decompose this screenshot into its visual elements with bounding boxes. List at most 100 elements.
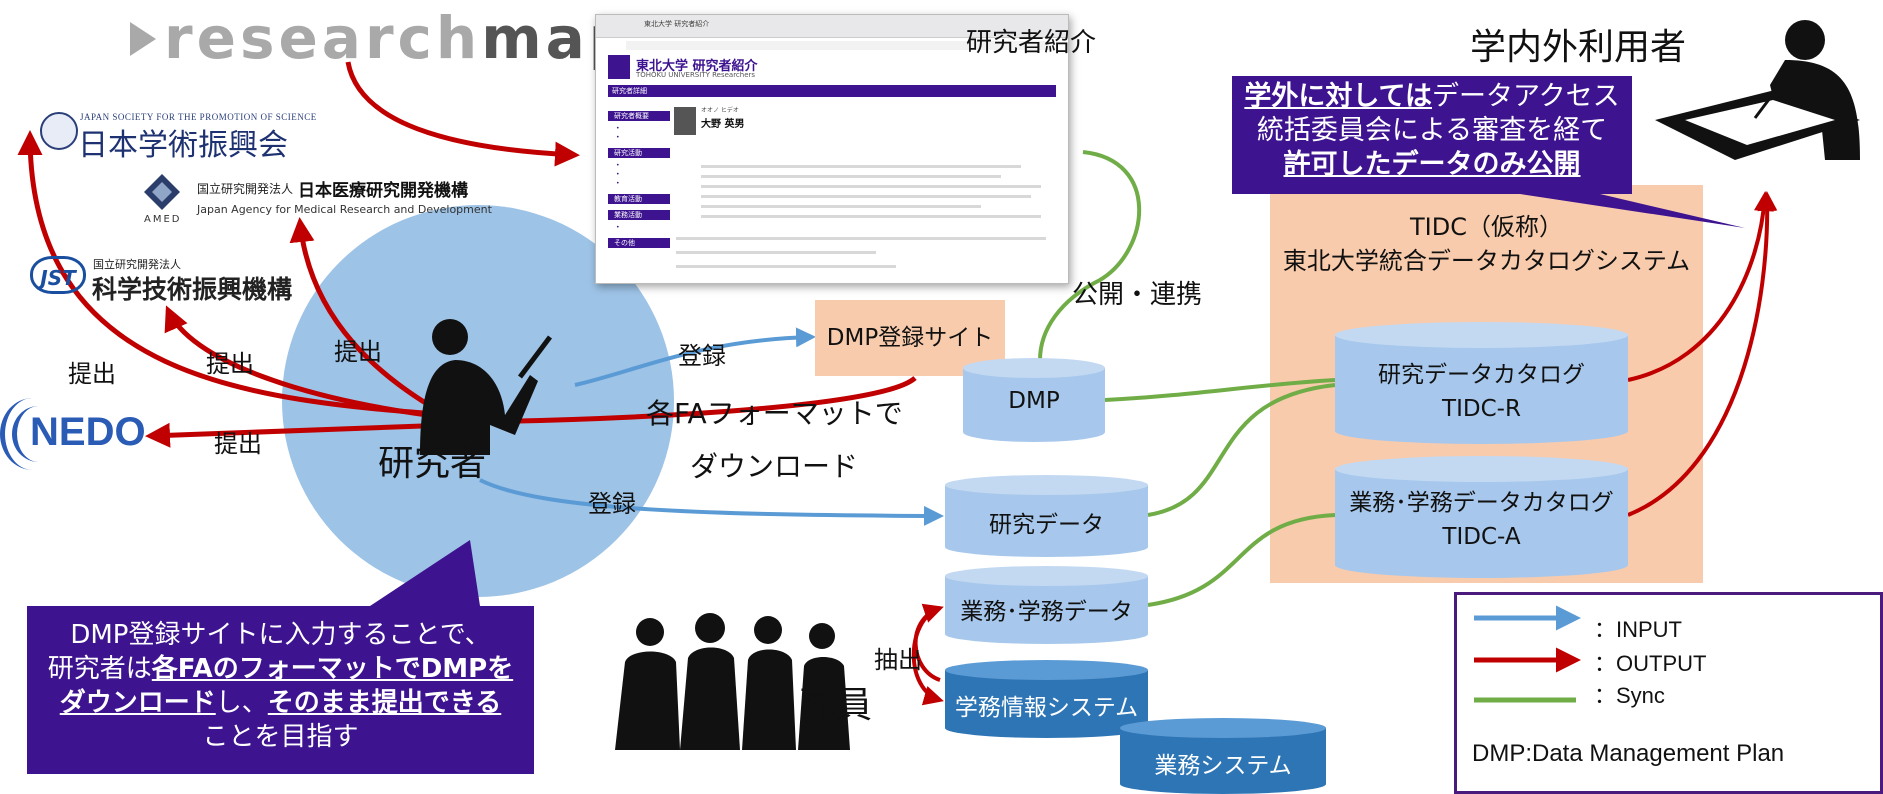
play-icon — [130, 22, 156, 56]
callout-left-line2: 研究者は各FAのフォーマットでDMPを — [27, 652, 534, 686]
callout-left-l3a: ダウンロード — [59, 688, 216, 718]
register-label-dmp: 登録 — [678, 342, 726, 370]
callout-left-l2a: 研究者は — [47, 654, 152, 684]
callout-left-pointer — [370, 540, 480, 606]
sidebar-head: 研究活動 — [608, 148, 670, 158]
tohoku-logo-icon — [608, 55, 630, 79]
sidebar-head: 教育活動 — [608, 194, 670, 204]
submit-label-jsps: 提出 — [68, 360, 116, 388]
sidebar-item: • — [616, 180, 620, 187]
download-arrow — [469, 376, 917, 425]
staff-label: 職員 — [800, 685, 873, 726]
text-line — [701, 165, 1021, 168]
callout-right-l1a: 学外に対しては — [1244, 81, 1432, 112]
text-line — [701, 215, 1041, 218]
business-data-cylinder: 業務･学務データ — [945, 566, 1148, 644]
callout-right-l1b: データアクセス — [1432, 81, 1620, 112]
browser-chrome — [596, 15, 1068, 38]
text-line — [701, 185, 1041, 188]
callout-left-line3: ダウンロードし、そのまま提出できる — [27, 686, 534, 720]
sync-research-data-tidc-r — [1147, 383, 1336, 517]
staff-silhouette-icon — [615, 613, 850, 750]
callout-left-l3b: し、 — [215, 688, 268, 718]
publish-label: 公開・連携 — [1072, 280, 1203, 310]
sidebar-item: • — [616, 125, 620, 132]
amed-name: 日本医療研究開発機構 — [298, 181, 468, 201]
research-data-cylinder: 研究データ — [945, 475, 1148, 557]
download-label-line1: 各FAフォーマットで — [646, 397, 903, 430]
callout-left-l2b: 各FAのフォーマットでDMPを — [151, 654, 514, 684]
text-line — [676, 237, 1046, 240]
user-desk-silhouette-icon — [1655, 20, 1860, 160]
dmp-cylinder: DMP — [963, 358, 1105, 442]
tidc-a-label: 業務･学務データカタログ TIDC-A — [1335, 486, 1628, 554]
dmp-label: DMP — [1008, 388, 1060, 414]
output-arrow-nedo — [145, 422, 451, 448]
legend-sync-label: ：Sync — [1594, 683, 1665, 708]
download-label-line2: ダウンロード — [690, 450, 859, 483]
text-line — [701, 175, 1001, 178]
jsps-subtitle: JAPAN SOCIETY FOR THE PROMOTION OF SCIEN… — [80, 112, 317, 122]
output-arrow-jsps — [17, 130, 451, 418]
tidc-r-line1: 研究データカタログ — [1378, 362, 1585, 388]
researcher-label: 研究者 — [378, 443, 487, 484]
academic-system-cylinder: 学務情報システム — [945, 660, 1148, 738]
callout-right-pointer — [1520, 194, 1745, 228]
input-arrow-research-data — [479, 478, 944, 526]
sidebar-item: • — [616, 162, 620, 169]
tidc-a-line2: TIDC-A — [1442, 524, 1521, 550]
sync-dmp-tidc-r — [1104, 378, 1336, 402]
researcher-profile-screenshot: 東北大学 研究者紹介 東北大学 研究者紹介 TOHOKU UNIVERSITY … — [595, 14, 1069, 284]
input-arrow-dmp-site — [574, 327, 816, 387]
callout-left-line1: DMP登録サイトに入力することで、 — [70, 620, 491, 650]
sidebar-item: • — [616, 134, 620, 141]
amed-subtitle: 国立研究開発法人 — [197, 182, 294, 196]
callout-right-line3: 許可したデータのみ公開 — [1283, 149, 1581, 180]
output-tidc-r-users — [1627, 191, 1774, 382]
text-line — [676, 265, 896, 268]
submit-label-jst: 提出 — [206, 350, 254, 378]
nedo-arc-icon — [0, 398, 65, 470]
researchmap-text-a: research — [164, 4, 482, 72]
extract-arrow-down — [911, 606, 944, 706]
research-data-label: 研究データ — [989, 512, 1104, 538]
register-label-research-data: 登録 — [588, 490, 636, 518]
screenshot-bar-label: 研究者詳細 — [612, 87, 647, 95]
users-label: 学内外利用者 — [1470, 27, 1687, 68]
nedo-logo: NEDO — [30, 410, 146, 454]
jst-subtitle: 国立研究開発法人 — [93, 258, 181, 271]
callout-dmp-goal: DMP登録サイトに入力することで、 研究者は各FAのフォーマットでDMPを ダウ… — [27, 606, 534, 774]
business-data-label: 業務･学務データ — [960, 599, 1133, 625]
callout-right-line1: 学外に対してはデータアクセス — [1232, 80, 1632, 114]
amed-logo-icon — [144, 174, 180, 210]
sidebar-item: • — [616, 171, 620, 178]
researcher-photo — [674, 107, 696, 135]
tidc-a-line1: 業務･学務データカタログ — [1349, 490, 1614, 516]
researcher-silhouette-icon — [420, 319, 552, 455]
text-line — [701, 205, 981, 208]
jst-logo-icon: JST — [30, 256, 86, 294]
browser-url-bar — [626, 41, 1052, 50]
submit-label-amed: 提出 — [334, 338, 382, 366]
text-line — [701, 195, 1031, 198]
academic-system-label: 学務情報システム — [954, 695, 1139, 721]
submit-label-nedo: 提出 — [214, 430, 262, 458]
callout-left-line4: ことを目指す — [202, 722, 359, 752]
jsps-name: 日本学術振興会 — [78, 128, 288, 163]
legend-input-label: ：INPUT — [1594, 617, 1683, 642]
sidebar-item: • — [616, 224, 620, 231]
callout-external-access: 学外に対してはデータアクセス 統括委員会による審査を経て 許可したデータのみ公開 — [1232, 76, 1632, 194]
sidebar-head: 研究者概要 — [608, 111, 670, 121]
sync-business-data-tidc-a — [1147, 513, 1336, 607]
screenshot-sidebar: 研究者概要 • • 研究活動 • • • 教育活動 業務活動 • その他 — [608, 105, 670, 251]
researcher-name-kana: オオノ ヒデオ — [701, 107, 739, 114]
tidc-r-label: 研究データカタログ TIDC-R — [1335, 358, 1628, 426]
jst-name: 科学技術振興機構 — [92, 275, 293, 304]
jsps-seal-icon — [40, 112, 78, 150]
screenshot-header: 東北大学 研究者紹介 — [636, 59, 758, 74]
sync-dmp-screenshot — [1038, 150, 1142, 361]
callout-left-l3c: そのまま提出できる — [267, 688, 502, 718]
output-arrow-researchmap — [345, 61, 580, 167]
tidc-title: TIDC（仮称） 東北大学統合データカタログシステム — [1270, 210, 1703, 278]
